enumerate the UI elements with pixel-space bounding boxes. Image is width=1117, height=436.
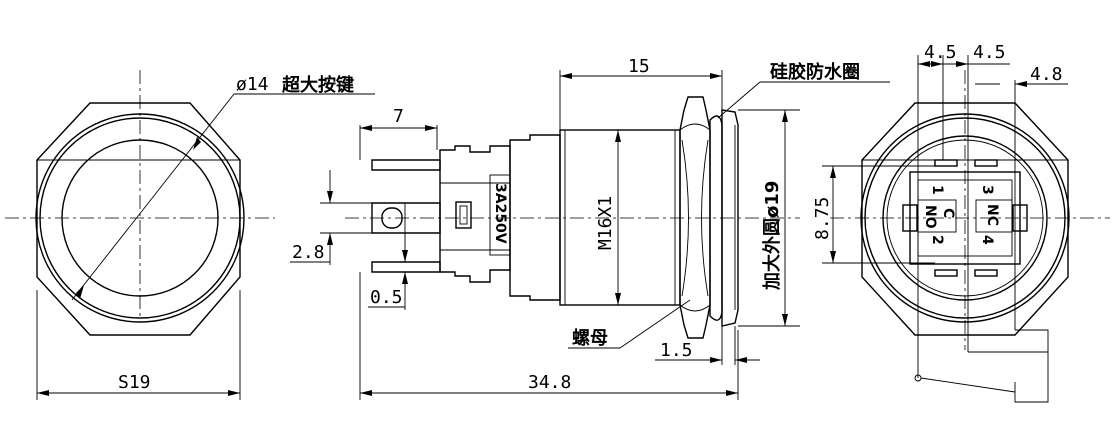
hex-size-label: S19 <box>118 372 151 393</box>
threaded-barrel <box>559 129 681 306</box>
nut-label: 螺母 <box>572 328 608 349</box>
outer-ring-label: 加大外圆ø19 <box>761 181 783 291</box>
hex-outline <box>36 102 241 336</box>
rear-view: 1 3 2 4 NO C NC 4.5 4.5 4.8 <box>812 42 1110 403</box>
pin-2-label: 2 <box>929 235 945 245</box>
button-outer-ring <box>35 113 245 323</box>
contact-block <box>909 171 1021 265</box>
contact-no-label: NO <box>922 205 938 229</box>
terminal-slot <box>455 201 472 229</box>
dim-7-label: 7 <box>393 106 404 127</box>
dim-8-75-label: 8.75 <box>812 197 833 240</box>
button-face <box>61 139 219 297</box>
side-view: 3A250V M16X1 7 <box>290 56 890 400</box>
silicone-ring-label: 硅胶防水圈 <box>770 61 860 83</box>
pin-4-label: 4 <box>979 235 995 245</box>
dim-34-8-label: 34.8 <box>528 372 571 393</box>
contact-nc-label: NC <box>984 204 1000 226</box>
hex-nut <box>679 96 711 339</box>
dim-0-5-label: 0.5 <box>370 287 403 308</box>
front-view: ø14 超大按键 S19 <box>5 70 375 400</box>
pin-1-label: 1 <box>929 185 945 195</box>
rating-label: 3A250V <box>492 183 508 244</box>
button-diameter-label: ø14 <box>236 74 269 95</box>
dim-4-8-label: 4.8 <box>1030 64 1063 85</box>
thread-label: M16X1 <box>595 196 616 250</box>
contact-c-label: C <box>940 208 956 218</box>
pin-3-label: 3 <box>979 185 995 195</box>
dim-15-label: 15 <box>628 56 650 77</box>
dim-2-8-label: 2.8 <box>292 242 325 263</box>
button-mid-ring <box>39 117 241 319</box>
dim-4-5-left-label: 4.5 <box>924 42 957 63</box>
oversize-button-label: 超大按键 <box>282 74 354 96</box>
dim-1-5-label: 1.5 <box>660 340 693 361</box>
dim-4-5-right-label: 4.5 <box>973 42 1006 63</box>
